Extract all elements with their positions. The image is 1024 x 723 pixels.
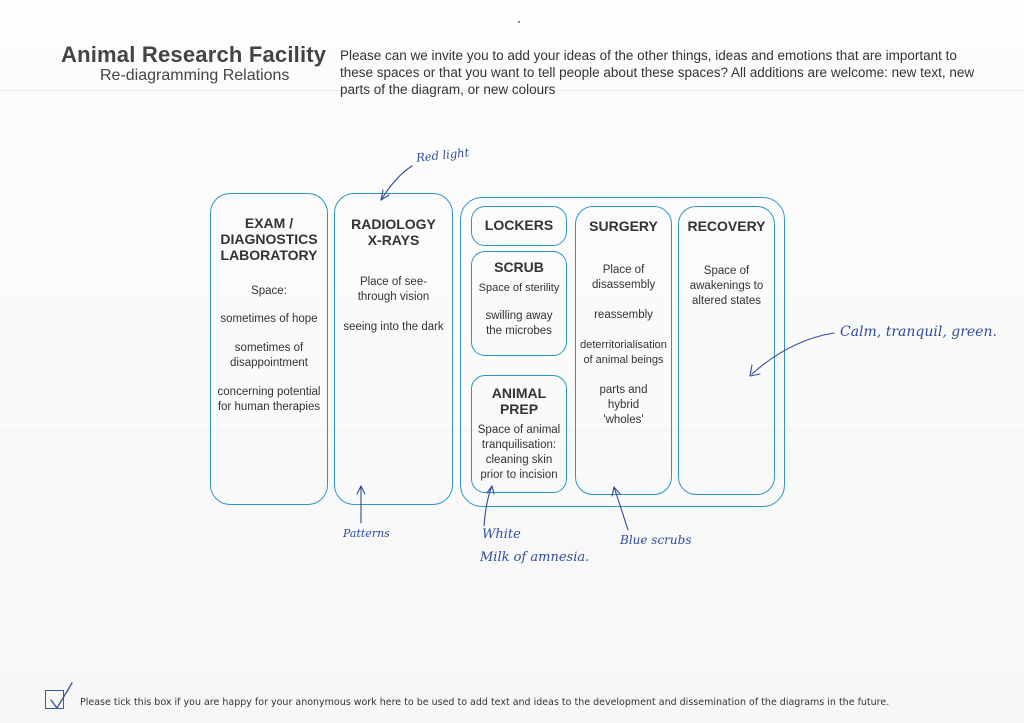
box-text: deterritorialisation of animal beings (580, 339, 667, 366)
consent-checkbox[interactable] (45, 690, 64, 709)
box-text: Space of sterility (478, 282, 560, 294)
box-text: Place of disassembly (592, 264, 656, 291)
annotation-patterns: Patterns (343, 527, 390, 540)
box-text: Place of see-through vision (357, 276, 430, 303)
box-heading: SCRUB (494, 259, 544, 275)
exam-diagnostics-box: EXAM / DIAGNOSTICS LABORATORY Space: som… (210, 193, 328, 505)
box-heading: RADIOLOGY X-RAYS (351, 216, 436, 248)
box-heading: LOCKERS (484, 217, 554, 233)
box-text: Space of animal tranquilisation: cleanin… (477, 424, 561, 481)
lockers-box: LOCKERS (471, 206, 567, 246)
speck (518, 21, 520, 23)
box-text: swilling away the microbes (485, 310, 553, 337)
box-text: concerning potential for human therapies (217, 386, 321, 413)
intro-paragraph: Please can we invite you to add your ide… (340, 48, 975, 97)
radiology-box: RADIOLOGY X-RAYS Place of see-through vi… (334, 193, 453, 505)
annotation-blue-scrubs: Blue scrubs (620, 533, 692, 547)
annotation-milk: Milk of amnesia. (480, 550, 590, 565)
box-heading: ANIMAL PREP (491, 385, 547, 417)
consent-text: Please tick this box if you are happy fo… (80, 697, 890, 708)
annotation-calm: Calm, tranquil, green. (840, 324, 997, 340)
scrub-box: SCRUB Space of sterility swilling away t… (471, 251, 567, 356)
box-text: seeing into the dark (343, 321, 444, 333)
box-text: parts and hybrid 'wholes' (599, 384, 648, 426)
animal-prep-box: ANIMAL PREP Space of animal tranquilisat… (471, 375, 567, 493)
checkmark-icon (50, 682, 73, 710)
box-heading: RECOVERY (687, 218, 766, 234)
paper-fold (0, 430, 1024, 431)
box-text: Space: (251, 285, 287, 297)
paper-fold (0, 90, 1024, 91)
annotation-red-light: Red light (415, 145, 470, 165)
box-text: Space of awakenings to altered states (689, 265, 764, 307)
box-text: sometimes of disappointment (230, 342, 308, 369)
document-title: Animal Research Facility (61, 42, 327, 67)
box-heading: SURGERY (589, 218, 658, 234)
recovery-box: RECOVERY Space of awakenings to altered … (678, 206, 775, 495)
surgery-box: SURGERY Place of disassembly reassembly … (575, 206, 672, 495)
annotation-white: White (482, 527, 521, 542)
box-text: reassembly (594, 309, 653, 321)
box-heading: EXAM / DIAGNOSTICS LABORATORY (220, 215, 318, 263)
box-text: sometimes of hope (220, 313, 318, 325)
document-subtitle: Re-diagramming Relations (100, 67, 290, 84)
